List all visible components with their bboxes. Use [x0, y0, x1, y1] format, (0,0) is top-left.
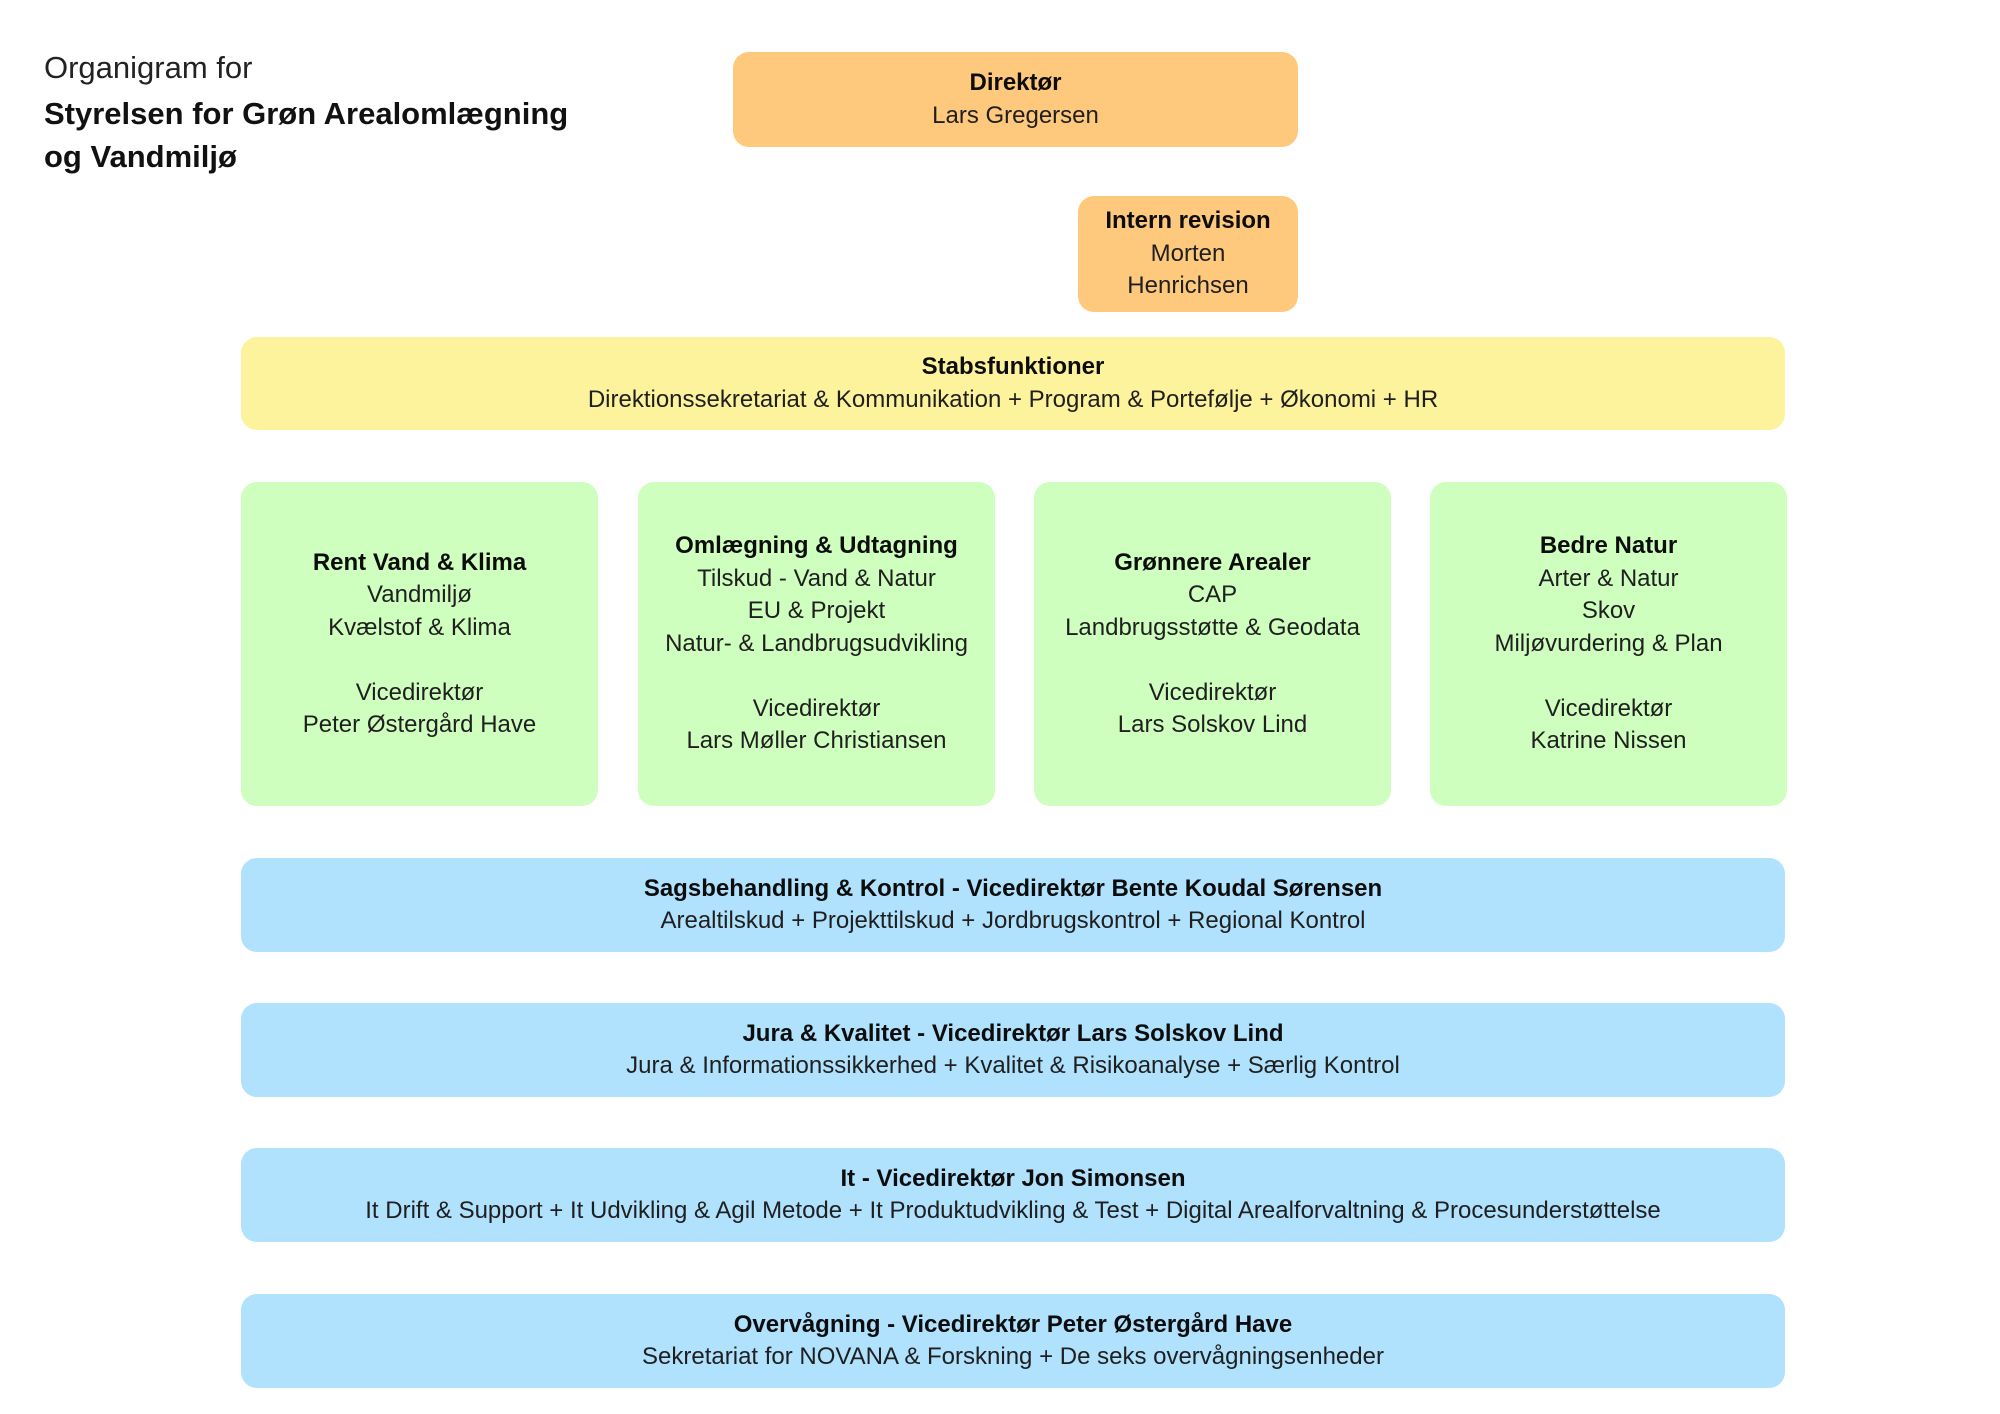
division-role: Vicedirektør — [1544, 694, 1673, 722]
division-unit: Skov — [1581, 597, 1636, 625]
division-role: Vicedirektør — [355, 678, 484, 706]
director-name: Lars Gregersen — [932, 101, 1099, 129]
division-unit: Miljøvurdering & Plan — [1494, 629, 1723, 657]
division-role: Vicedirektør — [752, 694, 881, 722]
director-heading: Direktør — [969, 69, 1062, 96]
band-monitoring: Overvågning - Vicedirektør Peter Østergå… — [241, 1294, 1785, 1388]
staff-units: Direktionssekretariat & Kommunikation + … — [587, 385, 1439, 413]
band-legal-quality: Jura & Kvalitet - Vicedirektør Lars Sols… — [241, 1003, 1785, 1097]
audit-box: Intern revision Morten Henrichsen — [1078, 196, 1298, 312]
division-leader: Lars Møller Christiansen — [686, 727, 947, 755]
division-leader: Lars Solskov Lind — [1117, 711, 1308, 738]
division-leader: Peter Østergård Have — [302, 711, 537, 738]
audit-name-line-2: Henrichsen — [1127, 272, 1249, 300]
band-units: Sekretariat for NOVANA & Forskning + De … — [642, 1343, 1384, 1370]
diagram-title: Organigram for Styrelsen for Grøn Arealo… — [44, 48, 664, 178]
band-heading: Jura & Kvalitet - Vicedirektør Lars Sols… — [742, 1019, 1284, 1047]
staff-box: Stabsfunktioner Direktionssekretariat & … — [241, 337, 1785, 430]
division-unit: Vandmiljø — [367, 581, 472, 608]
staff-heading: Stabsfunktioner — [921, 353, 1105, 380]
division-unit: Natur- & Landbrugsudvikling — [665, 629, 968, 657]
title-line-1: Styrelsen for Grøn Arealomlægning — [44, 96, 569, 131]
division-heading: Omlægning & Udtagning — [675, 532, 958, 560]
band-units: Arealtilskud + Projekttilskud + Jordbrug… — [660, 907, 1366, 934]
division-role: Vicedirektør — [1148, 678, 1277, 706]
division-heading: Rent Vand & Klima — [312, 548, 527, 576]
division-box-3: Grønnere Arealer CAP Landbrugsstøtte & G… — [1034, 482, 1391, 806]
division-heading: Bedre Natur — [1539, 532, 1678, 560]
audit-name-line-1: Morten — [1150, 239, 1226, 267]
division-unit: EU & Projekt — [747, 597, 886, 625]
band-heading: Overvågning - Vicedirektør Peter Østergå… — [733, 1310, 1293, 1338]
band-case-handling: Sagsbehandling & Kontrol - Vicedirektør … — [241, 858, 1785, 952]
division-unit: CAP — [1187, 581, 1238, 608]
band-units: Jura & Informationssikkerhed + Kvalitet … — [626, 1052, 1400, 1079]
division-box-4: Bedre Natur Arter & Natur Skov Miljøvurd… — [1430, 482, 1787, 806]
division-box-2: Omlægning & Udtagning Tilskud - Vand & N… — [638, 482, 995, 806]
band-heading: Sagsbehandling & Kontrol - Vicedirektør … — [643, 874, 1383, 902]
division-unit: Arter & Natur — [1538, 564, 1679, 592]
band-it: It - Vicedirektør Jon Simonsen It Drift … — [241, 1148, 1785, 1242]
band-heading: It - Vicedirektør Jon Simonsen — [840, 1164, 1186, 1192]
director-box: Direktør Lars Gregersen — [733, 52, 1298, 147]
division-unit: Tilskud - Vand & Natur — [697, 564, 936, 592]
band-units: It Drift & Support + It Udvikling & Agil… — [365, 1197, 1661, 1224]
audit-heading: Intern revision — [1105, 207, 1271, 235]
title-prefix: Organigram for — [44, 50, 253, 85]
division-leader: Katrine Nissen — [1530, 727, 1687, 755]
division-heading: Grønnere Arealer — [1114, 548, 1311, 576]
division-unit: Landbrugsstøtte & Geodata — [1065, 613, 1360, 641]
division-unit: Kvælstof & Klima — [328, 613, 511, 641]
division-box-1: Rent Vand & Klima Vandmiljø Kvælstof & K… — [241, 482, 598, 806]
title-line-2: og Vandmiljø — [44, 139, 237, 174]
